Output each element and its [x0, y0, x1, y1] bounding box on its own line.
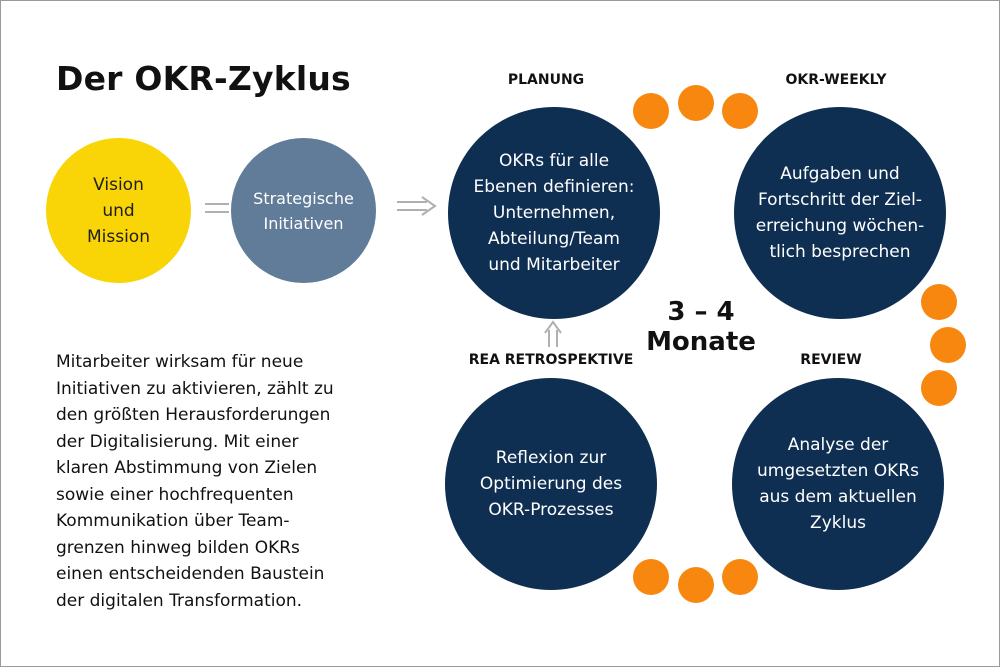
stage-label-planung: PLANUNG [507, 72, 585, 88]
okr-weekly-text: Aufgaben und Fortschritt der Ziel- errei… [755, 164, 925, 262]
planung-circle: OKRs für alle Ebenen definieren: Unterne… [448, 107, 660, 319]
duration-range: 3 – 4 [667, 297, 735, 327]
orange-dot [930, 327, 966, 363]
review-circle: Analyse der umgesetzten OKRs aus dem akt… [732, 378, 944, 590]
planung-text: OKRs für alle Ebenen definieren: Unterne… [473, 151, 635, 275]
strategic-initiatives-text: Strategische Initiativen [253, 188, 354, 233]
orange-dot [921, 284, 957, 320]
orange-dot [722, 559, 758, 595]
equals-connector [205, 203, 229, 213]
orange-dot [921, 370, 957, 406]
description-paragraph: Mitarbeiter wirksam für neue Initiativen… [56, 352, 334, 611]
stage-label-review: REVIEW [800, 352, 862, 368]
vision-mission-text: Vision und Mission [86, 174, 150, 247]
double-arrow-right-icon [397, 196, 437, 216]
orange-dot [633, 559, 669, 595]
orange-dot [678, 567, 714, 603]
duration-unit: Monate [646, 327, 756, 357]
retrospektive-circle: Reflexion zur Optimierung des OKR-Prozes… [445, 378, 657, 590]
orange-dot [722, 93, 758, 129]
cycle-duration: 3 – 4 Monate [616, 297, 786, 357]
page-title: Der OKR-Zyklus [56, 59, 351, 98]
okr-weekly-circle: Aufgaben und Fortschritt der Ziel- errei… [734, 107, 946, 319]
stage-label-okr-weekly: OKR-WEEKLY [785, 72, 887, 88]
orange-dot [678, 85, 714, 121]
vision-mission-circle: Vision und Mission [46, 138, 191, 283]
retrospektive-text: Reflexion zur Optimierung des OKR-Prozes… [479, 448, 623, 520]
review-text: Analyse der umgesetzten OKRs aus dem akt… [757, 435, 919, 533]
double-arrow-up-icon [544, 320, 562, 347]
orange-dot [633, 93, 669, 129]
strategic-initiatives-circle: Strategische Initiativen [231, 138, 376, 283]
stage-label-retrospektive: REA RETROSPEKTIVE [468, 352, 634, 368]
